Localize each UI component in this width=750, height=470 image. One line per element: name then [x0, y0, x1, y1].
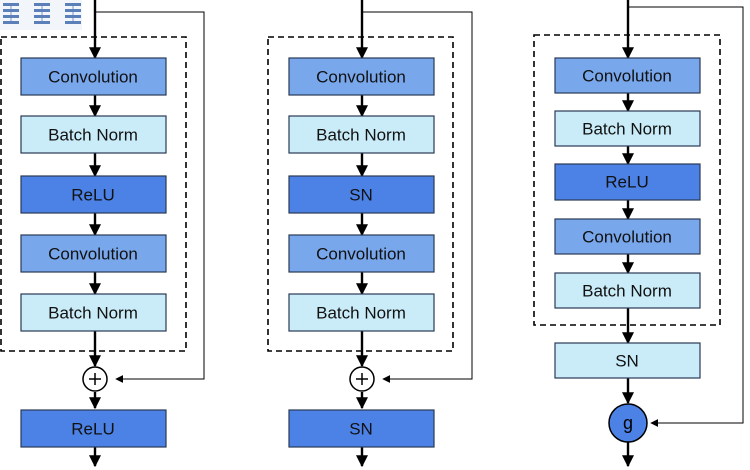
block-label: ReLU	[605, 173, 648, 192]
column-3: Convolution Batch Norm ReLU Convolution …	[533, 0, 744, 468]
relu-block: ReLU	[554, 163, 701, 201]
block-label: SN	[349, 420, 373, 439]
convolution-block: Convolution	[288, 57, 435, 96]
block-label: Batch Norm	[316, 126, 406, 145]
skip-connection-1	[95, 11, 205, 383]
block-fill	[288, 409, 435, 448]
block-label: ReLU	[71, 420, 114, 439]
batch-norm-block: Batch Norm	[554, 272, 701, 309]
batch-norm-block: Batch Norm	[20, 293, 167, 332]
sn-output-block: SN	[288, 409, 435, 448]
block-fill	[288, 293, 435, 332]
block-label: ReLU	[71, 186, 114, 205]
block-label: Batch Norm	[316, 304, 406, 323]
block-label: Convolution	[582, 228, 672, 247]
column-1: Convolution Batch Norm ReLU Convolution …	[0, 0, 205, 468]
add-node	[82, 366, 108, 392]
block-label: Batch Norm	[582, 282, 672, 301]
block-label: Convolution	[48, 68, 138, 87]
block-fill	[20, 115, 167, 154]
convolution-block: Convolution	[20, 234, 167, 273]
add-node	[349, 366, 375, 392]
block-fill	[20, 57, 167, 96]
block-fill	[20, 234, 167, 273]
g-node: g	[608, 403, 648, 443]
residual-frame-1	[0, 36, 187, 352]
block-fill	[288, 115, 435, 154]
block-fill	[554, 218, 701, 255]
batch-norm-block: Batch Norm	[288, 115, 435, 154]
convolution-block: Convolution	[20, 57, 167, 96]
block-fill	[554, 110, 701, 147]
relu-output-block: ReLU	[20, 409, 167, 448]
convolution-block: Convolution	[554, 218, 701, 255]
block-label: Convolution	[316, 245, 406, 264]
block-fill	[288, 57, 435, 96]
block-fill	[554, 272, 701, 309]
block-fill	[554, 342, 701, 379]
residual-frame-2	[267, 36, 454, 352]
block-fill	[20, 293, 167, 332]
batch-norm-block: Batch Norm	[20, 115, 167, 154]
sn-block: SN	[554, 342, 701, 379]
block-fill	[288, 175, 435, 214]
g-node-fill	[608, 403, 648, 443]
skip-connection-2	[362, 11, 473, 383]
block-fill	[554, 57, 701, 94]
sn-block: SN	[288, 175, 435, 214]
column-2: Convolution Batch Norm SN Convolution Ba…	[267, 0, 473, 468]
convolution-block: Convolution	[288, 234, 435, 273]
block-fill	[20, 409, 167, 448]
batch-norm-block: Batch Norm	[554, 110, 701, 147]
block-fill	[20, 175, 167, 214]
batch-norm-block: Batch Norm	[288, 293, 435, 332]
block-label: Batch Norm	[48, 304, 138, 323]
block-label: Batch Norm	[48, 126, 138, 145]
convolution-block: Convolution	[554, 57, 701, 94]
block-label: Batch Norm	[582, 120, 672, 139]
relu-block: ReLU	[20, 175, 167, 214]
g-node-label: g	[623, 413, 633, 433]
block-fill	[554, 163, 701, 201]
block-label: Convolution	[316, 68, 406, 87]
network-diagram-thumbnail-icon	[0, 0, 82, 30]
block-label: Convolution	[48, 245, 138, 264]
block-label: SN	[349, 186, 373, 205]
block-label: Convolution	[582, 67, 672, 86]
block-label: SN	[615, 352, 639, 371]
block-fill	[288, 234, 435, 273]
skip-connection-3	[628, 6, 744, 427]
